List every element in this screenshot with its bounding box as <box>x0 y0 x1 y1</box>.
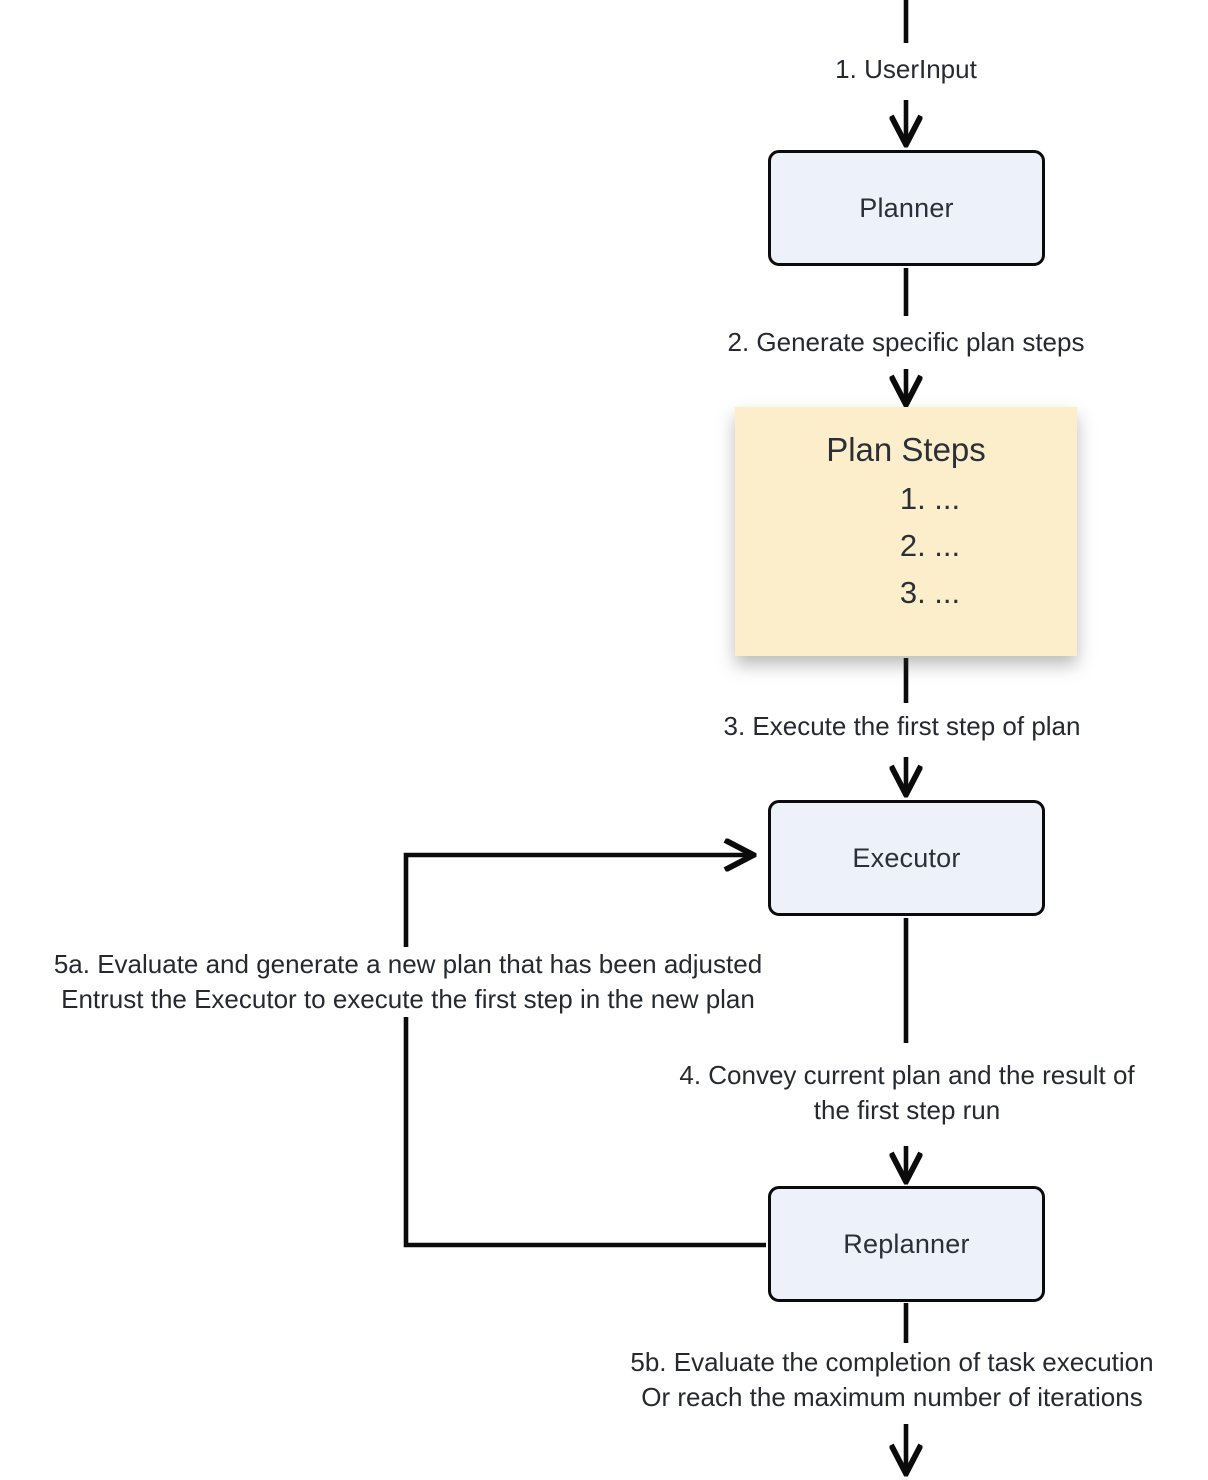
plan-step-item: 1. ... <box>899 480 961 516</box>
edge-label-userinput: 1. UserInput <box>756 52 1056 87</box>
edge-feedback-loop <box>403 855 766 1248</box>
node-planner-label: Planner <box>859 192 954 223</box>
edge-label-execute-first-step: 3. Execute the first step of plan <box>652 709 1152 744</box>
plan-step-item: 3. ... <box>899 575 961 611</box>
node-executor-label: Executor <box>852 842 961 873</box>
node-replanner-label: Replanner <box>843 1228 970 1259</box>
node-planner[interactable]: Planner <box>768 150 1045 266</box>
node-plan-steps-title: Plan Steps <box>826 431 986 468</box>
edge-label-replan-feedback: 5a. Evaluate and generate a new plan tha… <box>2 947 814 1017</box>
edge-label-convey-result: 4. Convey current plan and the result of… <box>634 1058 1180 1128</box>
plan-step-item: 2. ... <box>899 528 961 564</box>
edge-label-generate-plan: 2. Generate specific plan steps <box>656 325 1156 360</box>
edge-label-task-complete: 5b. Evaluate the completion of task exec… <box>578 1345 1206 1415</box>
node-executor[interactable]: Executor <box>768 800 1045 916</box>
node-plan-steps[interactable]: Plan Steps 1. ... 2. ... 3. ... <box>735 407 1077 656</box>
node-replanner[interactable]: Replanner <box>768 1186 1045 1302</box>
node-plan-steps-list: 1. ... 2. ... 3. ... <box>852 475 960 616</box>
